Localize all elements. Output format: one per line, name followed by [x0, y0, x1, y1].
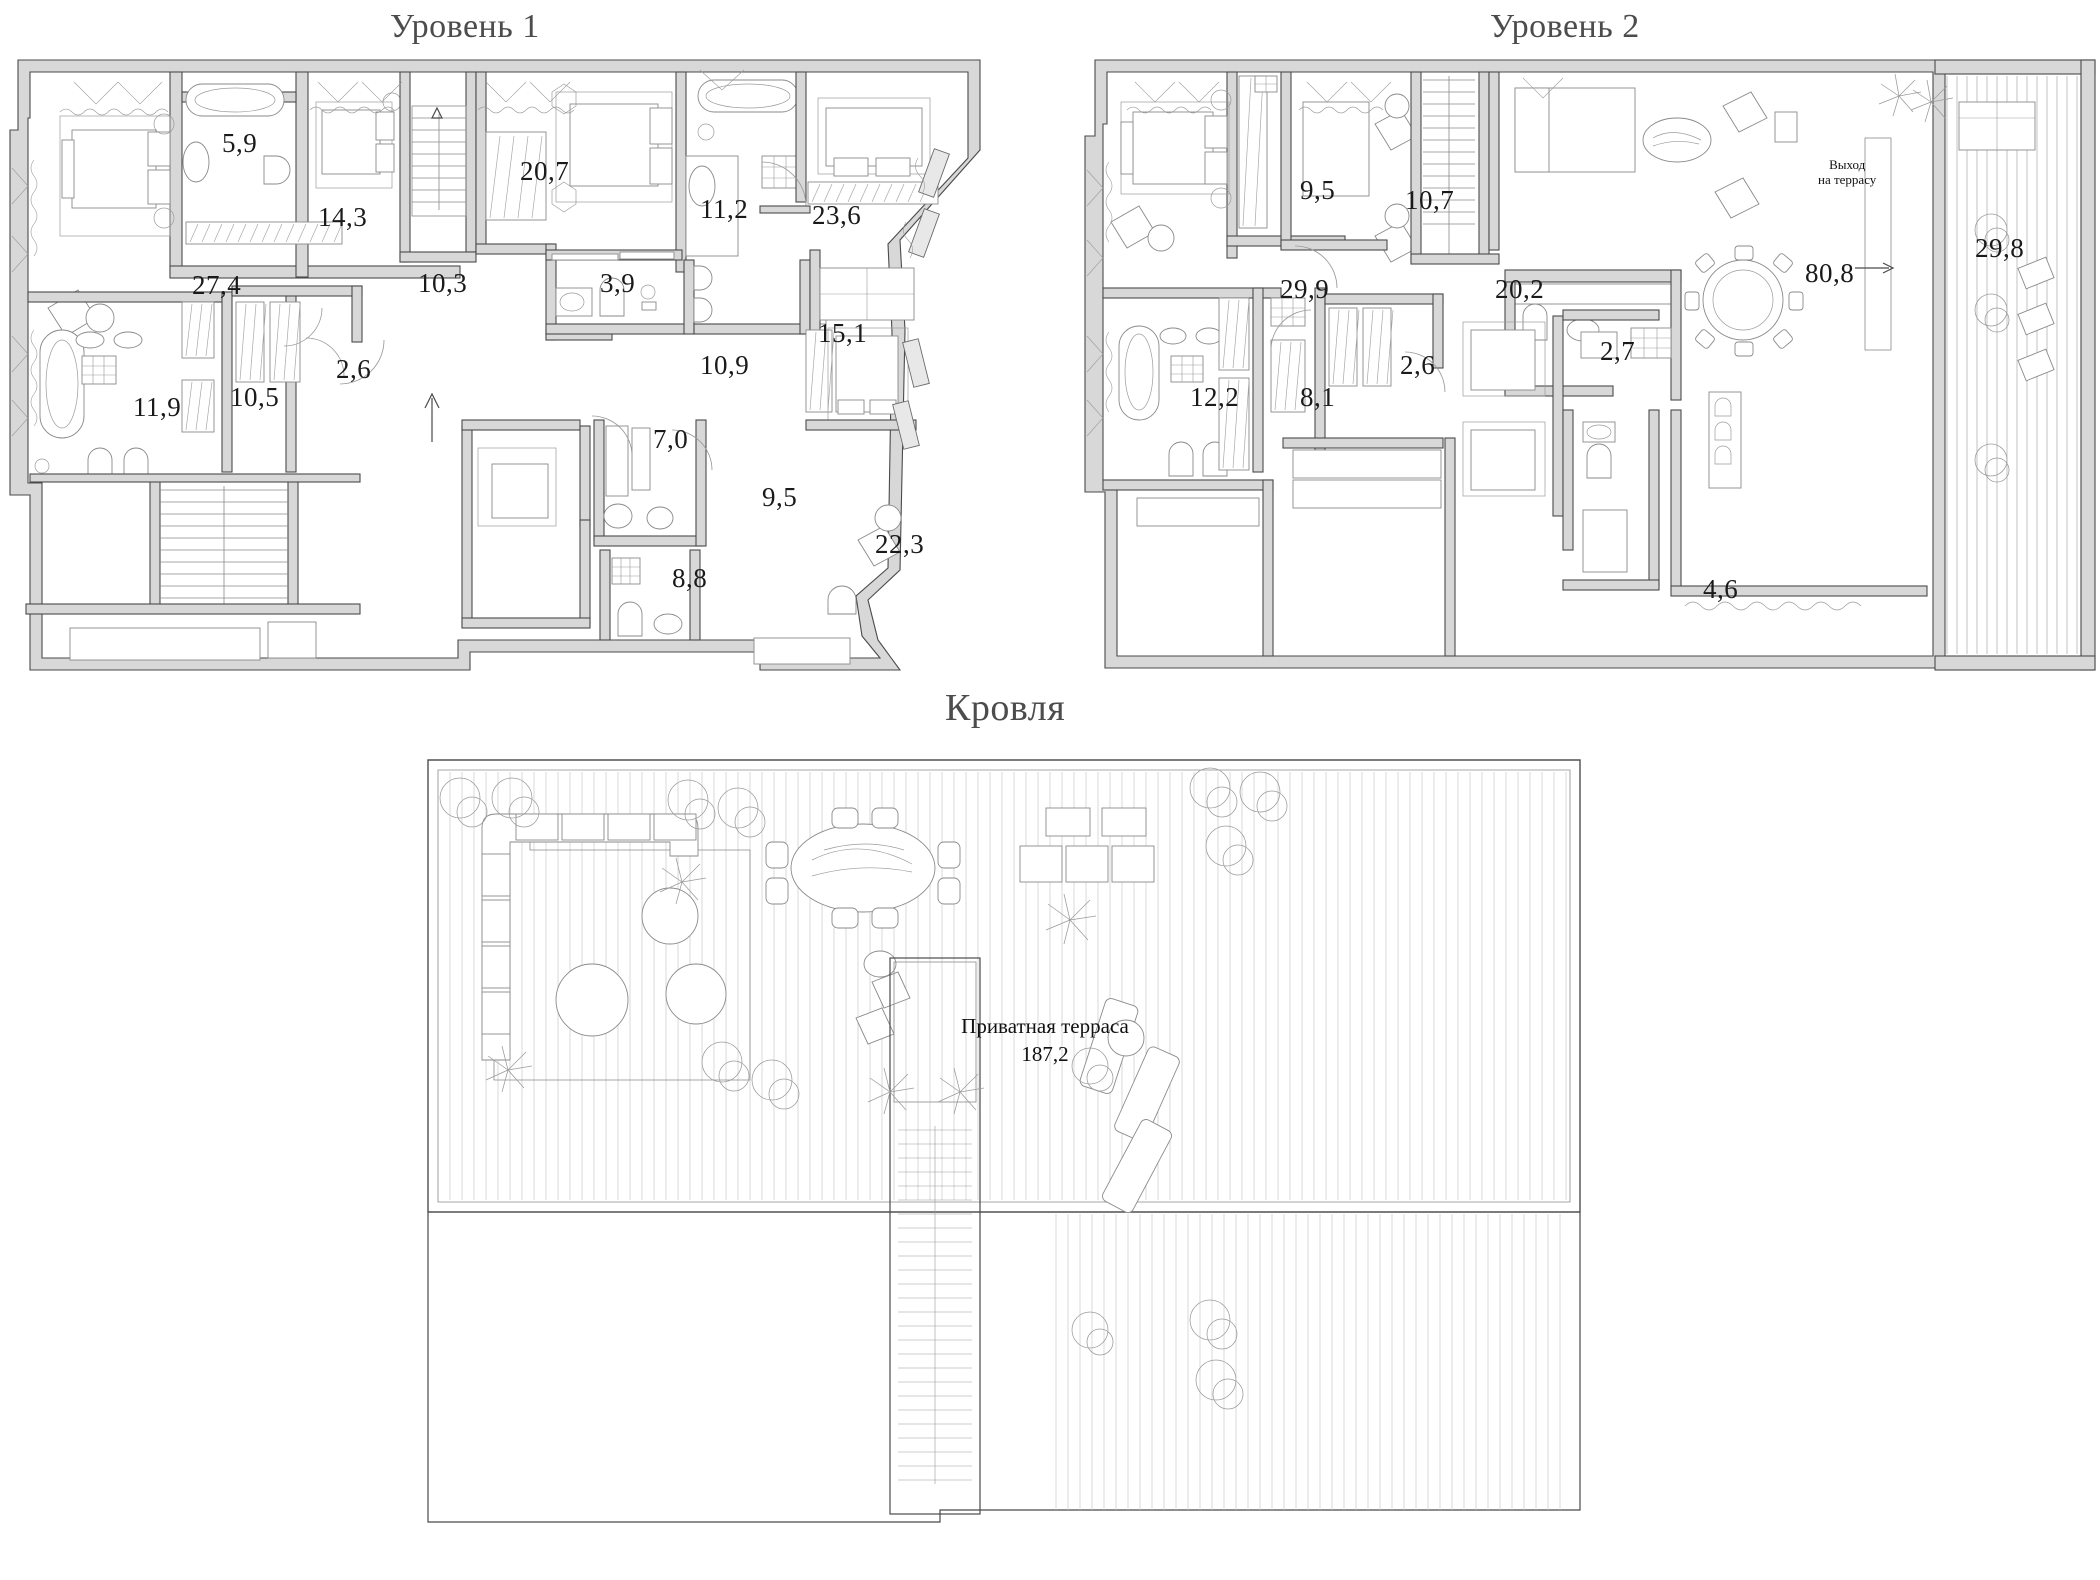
- roof-plan-drawing: [427, 759, 1581, 1523]
- room-area-label: 10,7: [1405, 185, 1455, 215]
- room-area-label: 22,3: [875, 529, 925, 559]
- room-area-label: 4,6: [1703, 574, 1739, 604]
- room-area-label: 10,9: [700, 350, 750, 380]
- room-area-label: 20,7: [520, 156, 570, 186]
- room-area-label: 2,7: [1600, 336, 1636, 366]
- room-area-label: 7,0: [653, 424, 689, 454]
- room-area-label: 29,9: [1280, 274, 1330, 304]
- room-area-label: 10,3: [418, 268, 468, 298]
- terrace-area: 187,2: [1021, 1042, 1069, 1067]
- plan-title-level-2: Уровень 2: [1490, 8, 1640, 45]
- room-area-label: 27,4: [192, 270, 242, 300]
- room-area-label: 23,6: [812, 200, 862, 230]
- terrace-exit-annotation: Выход на террасу: [1818, 157, 1877, 188]
- room-area-label: 15,1: [818, 318, 868, 348]
- room-area-label: 11,2: [700, 194, 749, 224]
- room-area-label: 20,2: [1495, 274, 1545, 304]
- room-area-label: 9,5: [762, 482, 798, 512]
- room-area-label: 11,9: [133, 392, 182, 422]
- room-area-label: 10,5: [230, 382, 280, 412]
- room-area-label: 14,3: [318, 202, 368, 232]
- room-area-label: 29,8: [1975, 233, 2025, 263]
- plan-title-roof: Кровля: [945, 687, 1066, 729]
- terrace-label: Приватная терраса 187,2: [905, 1012, 1185, 1069]
- room-area-label: 8,8: [672, 563, 708, 593]
- terrace-exit-line-1: Выход: [1829, 157, 1866, 172]
- terrace-exit-line-2: на террасу: [1818, 171, 1877, 187]
- terrace-name: Приватная терраса: [961, 1014, 1129, 1038]
- room-area-label: 12,2: [1190, 382, 1240, 412]
- room-area-label: 80,8: [1805, 258, 1855, 288]
- room-area-label: 2,6: [336, 354, 372, 384]
- room-area-label: 9,5: [1300, 175, 1336, 205]
- room-area-label: 2,6: [1400, 350, 1436, 380]
- floor-plan-level-2-drawing: [1084, 59, 2096, 671]
- room-area-label: 5,9: [222, 128, 258, 158]
- room-area-label: 3,9: [600, 268, 636, 298]
- plan-title-level-1: Уровень 1: [390, 8, 540, 45]
- floor-plan-level-1-drawing: [9, 59, 981, 671]
- room-area-label: 8,1: [1300, 382, 1336, 412]
